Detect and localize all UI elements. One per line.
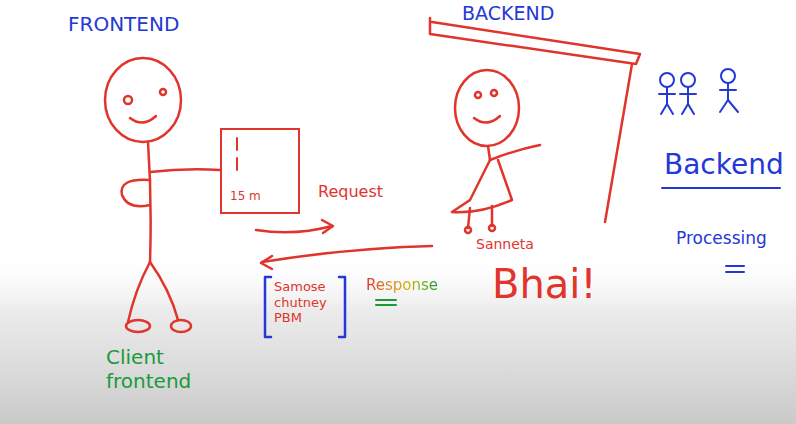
body [720, 83, 738, 112]
order-items: Samose chutney PBM [262, 275, 348, 339]
arm [490, 145, 540, 160]
side-heading: Backend [664, 148, 784, 182]
arrow-line [262, 246, 432, 262]
arrow-label: Response [366, 276, 438, 294]
team-figures [659, 69, 738, 114]
figure-caption: Client frontend [106, 345, 216, 393]
counter-side [605, 64, 632, 222]
request-arrow [256, 220, 333, 233]
counter-top [430, 18, 640, 64]
section-heading: FRONTEND [68, 12, 179, 36]
head [455, 70, 519, 146]
leg [468, 208, 470, 228]
video-shade [0, 250, 796, 424]
backend-figure [452, 70, 540, 233]
arm [150, 169, 220, 172]
leg [491, 206, 494, 226]
processing-underline [726, 266, 744, 272]
tick [236, 158, 238, 170]
leg [150, 262, 178, 320]
arrow-label: Request [318, 182, 383, 201]
client-figure [105, 58, 220, 332]
eye [491, 90, 497, 96]
arm [122, 180, 150, 206]
order-ticks [236, 138, 238, 170]
tick [236, 138, 238, 150]
side-note: Processing [676, 228, 767, 248]
note-text: Bhai! [492, 260, 596, 308]
head [660, 73, 674, 87]
smile [130, 116, 156, 123]
arrow-line [256, 226, 332, 232]
foot [126, 320, 150, 332]
note-text: Sanneta [476, 236, 534, 253]
neck [488, 146, 490, 160]
arrow-head [261, 256, 272, 269]
eye [160, 89, 166, 95]
backend-underline [662, 187, 780, 189]
body [148, 142, 151, 262]
head [105, 58, 181, 142]
smile [474, 116, 500, 123]
body [680, 87, 696, 114]
head [681, 73, 695, 87]
slip-text: 15 m [230, 189, 290, 203]
order-slip: 15 m [220, 128, 300, 214]
eye [475, 92, 481, 98]
response-arrow [261, 246, 432, 269]
bracket [339, 277, 345, 337]
body [659, 87, 675, 114]
eye [124, 96, 132, 104]
section-heading: BACKEND [462, 2, 554, 25]
body [452, 160, 512, 212]
response-underline [376, 300, 396, 305]
backend-counter [430, 18, 640, 222]
leg [128, 262, 150, 322]
foot [171, 320, 191, 332]
arrow-head [322, 220, 333, 233]
head [721, 69, 735, 83]
foot [465, 227, 471, 233]
bracket [265, 277, 271, 337]
item-list: Samose chutney PBM [274, 279, 336, 326]
foot [489, 225, 495, 231]
